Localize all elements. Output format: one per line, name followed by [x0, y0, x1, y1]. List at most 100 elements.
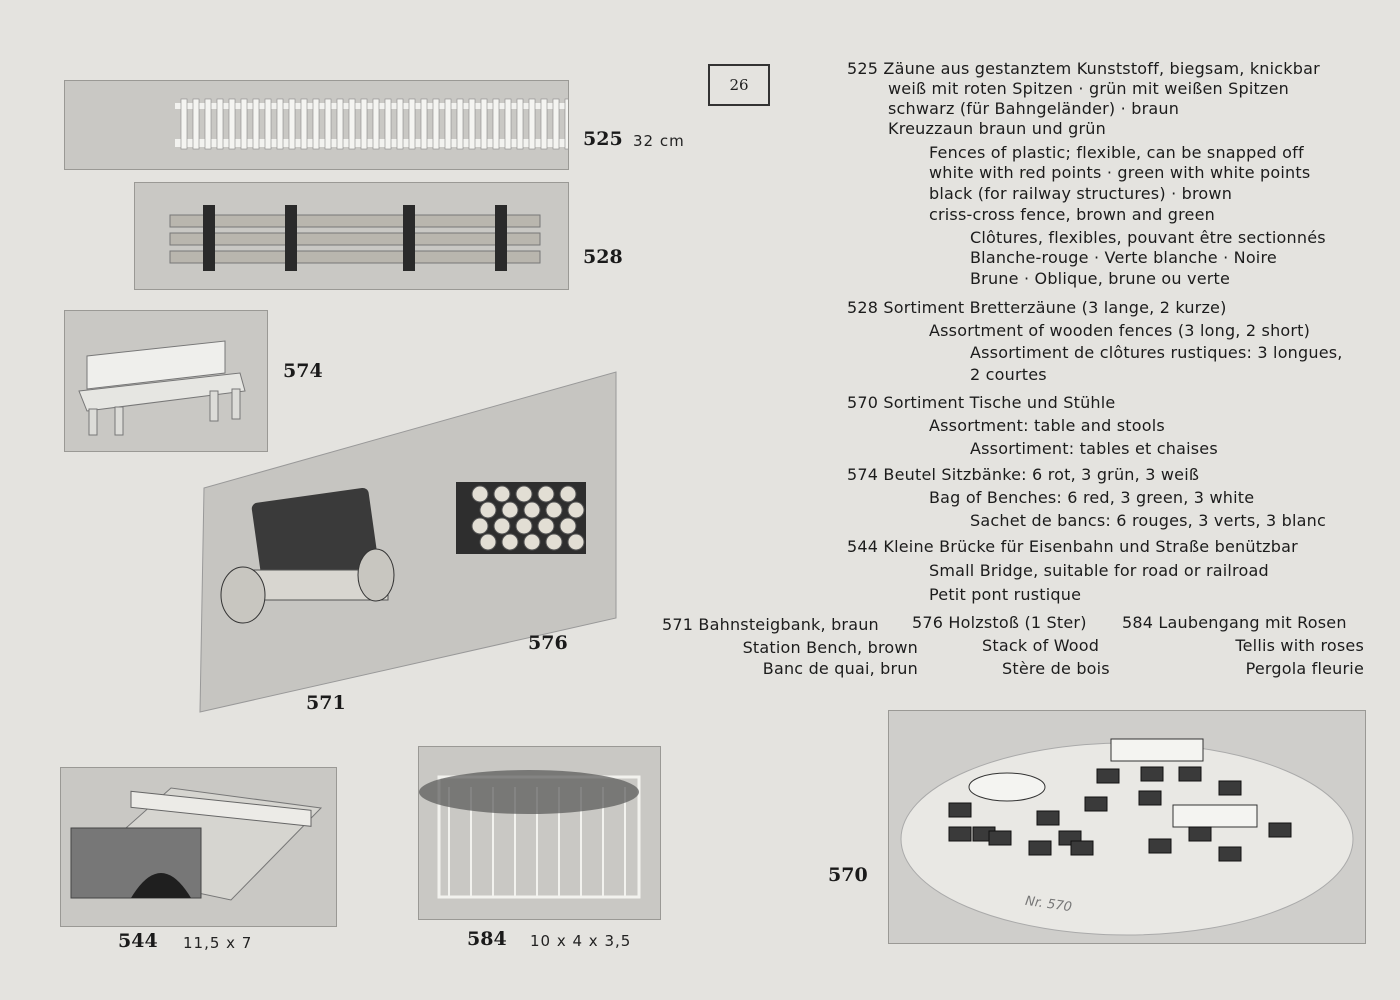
- bench-leg-2: [114, 406, 124, 436]
- bench-seat: [78, 372, 246, 412]
- fence-picket: [456, 98, 464, 150]
- entry-584-de: 584 Laubengang mit Rosen: [1122, 613, 1347, 632]
- photo-584-pergola: [418, 746, 661, 920]
- stool: [1028, 840, 1052, 856]
- log-end: [559, 517, 577, 535]
- fence-picket: [180, 98, 188, 150]
- photo-574-bench: [64, 310, 268, 452]
- photo-570-tables-chairs: Nr. 570: [888, 710, 1366, 944]
- station-bench-side-right: [357, 548, 395, 602]
- label-570: 570: [828, 864, 868, 886]
- station-bench-side-left: [220, 566, 266, 624]
- entry-570-de: 570 Sortiment Tische und Stühle: [847, 393, 1116, 412]
- stool: [1084, 796, 1108, 812]
- entry-528-fr-2: 2 courtes: [970, 365, 1047, 384]
- log-end: [471, 517, 489, 535]
- entry-525-fr-1: Clôtures, flexibles, pouvant être sectio…: [970, 228, 1326, 247]
- entry-574-en: Bag of Benches: 6 red, 3 green, 3 white: [929, 488, 1255, 507]
- log-end: [567, 501, 585, 519]
- bridge-railing: [130, 790, 312, 827]
- pergola-roses: [419, 770, 639, 814]
- entry-544-en: Small Bridge, suitable for road or railr…: [929, 561, 1269, 580]
- fence-picket: [288, 98, 296, 150]
- post-2: [285, 205, 297, 271]
- entry-584-en: Tellis with roses: [1235, 636, 1364, 655]
- photo-528-wooden-fence: [134, 182, 569, 290]
- label-571: 571: [306, 692, 346, 714]
- stools-and-chairs: [948, 766, 1292, 862]
- size-584: 10 x 4 x 3,5: [530, 932, 632, 950]
- rect-table-1: [1110, 738, 1204, 762]
- bridge-arch: [131, 873, 191, 898]
- station-bench-back: [251, 487, 379, 583]
- fence-picket: [540, 98, 548, 150]
- fence-picket: [336, 98, 344, 150]
- plank-2: [169, 232, 541, 246]
- fence-picket: [492, 98, 500, 150]
- log-end: [567, 533, 585, 551]
- stool: [1070, 840, 1094, 856]
- log-end: [479, 501, 497, 519]
- fence-picket: [348, 98, 356, 150]
- log-end: [523, 501, 541, 519]
- entry-525-de-1: 525 Zäune aus gestanztem Kunststoff, bie…: [847, 59, 1320, 78]
- plank-3: [169, 250, 541, 264]
- stool: [1138, 790, 1162, 806]
- size-525: 32 cm: [633, 132, 685, 150]
- entry-584-fr: Pergola fleurie: [1245, 659, 1364, 678]
- woodstack-logs: [471, 485, 585, 551]
- fence-picket: [420, 98, 428, 150]
- entry-576-de: 576 Holzstoß (1 Ster): [912, 613, 1087, 632]
- entry-525-fr-3: Brune · Oblique, brune ou verte: [970, 269, 1231, 288]
- fence-picket: [324, 98, 332, 150]
- bench-574-illustration: [78, 340, 246, 436]
- stool: [1148, 838, 1172, 854]
- stool: [1188, 826, 1212, 842]
- entry-525-de-3: schwarz (für Bahngeländer) · braun: [888, 99, 1180, 118]
- fence-picket: [312, 98, 320, 150]
- fence-picket: [552, 98, 560, 150]
- fence-picket: [264, 98, 272, 150]
- entry-525-en-1: Fences of plastic; flexible, can be snap…: [929, 143, 1304, 162]
- fence-picket: [396, 98, 404, 150]
- fence-picket: [432, 98, 440, 150]
- entry-544-de: 544 Kleine Brücke für Eisenbahn und Stra…: [847, 537, 1298, 556]
- stool: [1096, 768, 1120, 784]
- bench-leg-4: [231, 388, 241, 420]
- fence-picket: [408, 98, 416, 150]
- post-3: [403, 205, 415, 271]
- fence-picket: [216, 98, 224, 150]
- photo-background: [199, 371, 617, 713]
- stool: [1140, 766, 1164, 782]
- log-end: [515, 485, 533, 503]
- fence-picket: [276, 98, 284, 150]
- round-table: [968, 772, 1046, 802]
- entry-528-fr-1: Assortiment de clôtures rustiques: 3 lon…: [970, 343, 1343, 362]
- pergola-584-illustration: [419, 770, 641, 899]
- entry-525-fr-2: Blanche-rouge · Verte blanche · Noire: [970, 248, 1277, 267]
- label-584: 584: [467, 928, 507, 950]
- fence-picket: [372, 98, 380, 150]
- size-544: 11,5 x 7: [183, 934, 253, 952]
- entry-525-en-3: black (for railway structures) · brown: [929, 184, 1233, 203]
- entry-544-fr: Petit pont rustique: [929, 585, 1082, 604]
- stool: [948, 826, 972, 842]
- log-end: [479, 533, 497, 551]
- fence-picket: [468, 98, 476, 150]
- label-574: 574: [283, 360, 323, 382]
- log-end: [523, 533, 541, 551]
- photo-525-plastic-fence: [64, 80, 569, 170]
- fence-picket: [204, 98, 212, 150]
- fence-picket: [564, 98, 568, 150]
- fence-picket: [240, 98, 248, 150]
- fence-525-illustration: [175, 98, 568, 150]
- log-end: [493, 517, 511, 535]
- log-end: [493, 485, 511, 503]
- fence-top-rail: [175, 103, 568, 109]
- entry-528-de: 528 Sortiment Bretterzäune (3 lange, 2 k…: [847, 298, 1227, 317]
- fence-picket: [360, 98, 368, 150]
- entry-571-fr: Banc de quai, brun: [762, 659, 918, 678]
- log-end: [545, 533, 563, 551]
- fence-528-illustration: [169, 205, 541, 271]
- label-528: 528: [583, 246, 623, 268]
